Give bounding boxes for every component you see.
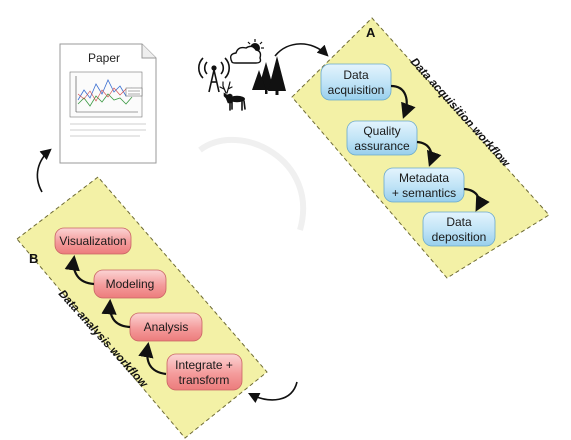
- arrow-modeling-to-visualization: [64, 254, 95, 286]
- acquisition-step-line1: Data: [343, 68, 369, 82]
- analysis-panel: B Data analysis workflow: [16, 176, 268, 439]
- acquisition-panel-letter: A: [366, 25, 376, 40]
- acquisition-step-line2: acquisition: [328, 83, 385, 97]
- modeling-step-label: Modeling: [106, 277, 155, 291]
- arrow-integrate-to-analysis: [138, 341, 167, 376]
- analysis-step-label: Analysis: [144, 320, 189, 334]
- deposition-step: Data deposition: [422, 211, 496, 247]
- arrow-into-integrate: [247, 381, 298, 404]
- acquisition-arrows: [390, 84, 490, 212]
- metadata-step-line1: Metadata: [399, 171, 449, 185]
- paper-label: Paper: [88, 51, 120, 65]
- paper-text-lines: [70, 123, 146, 137]
- arrow-metadata-to-deposition: [463, 187, 490, 212]
- integrate-step: Integrate + transform: [166, 353, 243, 391]
- trees-icon: [252, 56, 286, 95]
- analysis-step: Analysis: [129, 312, 203, 342]
- metadata-step-line2: + semantics: [392, 186, 456, 200]
- deposition-step-line2: deposition: [432, 230, 487, 244]
- acquisition-step: Data acquisition: [320, 63, 392, 101]
- quality-step-line2: assurance: [354, 139, 410, 153]
- arrow-acq-to-quality: [390, 84, 416, 119]
- weather-icon: [229, 39, 264, 64]
- background-swirl: [198, 137, 306, 231]
- arrow-quality-to-metadata: [416, 140, 442, 167]
- visualization-step: Visualization: [54, 227, 132, 255]
- deposition-step-line1: Data: [446, 215, 472, 229]
- analysis-panel-letter: B: [29, 251, 38, 266]
- paper-document: Paper: [59, 43, 157, 164]
- metadata-step: Metadata + semantics: [383, 167, 465, 203]
- arrow-sources-to-acquisition: [274, 43, 329, 57]
- analysis-arrows: [64, 254, 167, 376]
- deer-icon: [219, 81, 246, 111]
- integrate-step-line1: Integrate +: [175, 358, 233, 372]
- quality-step: Quality assurance: [346, 120, 418, 156]
- integrate-step-line2: transform: [179, 373, 230, 387]
- radio-tower-icon: [198, 57, 230, 93]
- modeling-step: Modeling: [93, 269, 167, 299]
- quality-step-line1: Quality: [363, 124, 400, 138]
- connector-arrows: [36, 43, 329, 404]
- visualization-step-label: Visualization: [59, 234, 126, 248]
- arrow-analysis-to-paper: [36, 148, 52, 193]
- acquisition-panel: A Data acquisition workflow: [291, 17, 550, 279]
- arrow-analysis-to-modeling: [101, 298, 131, 329]
- paper-chart-thumbnail: [69, 71, 143, 118]
